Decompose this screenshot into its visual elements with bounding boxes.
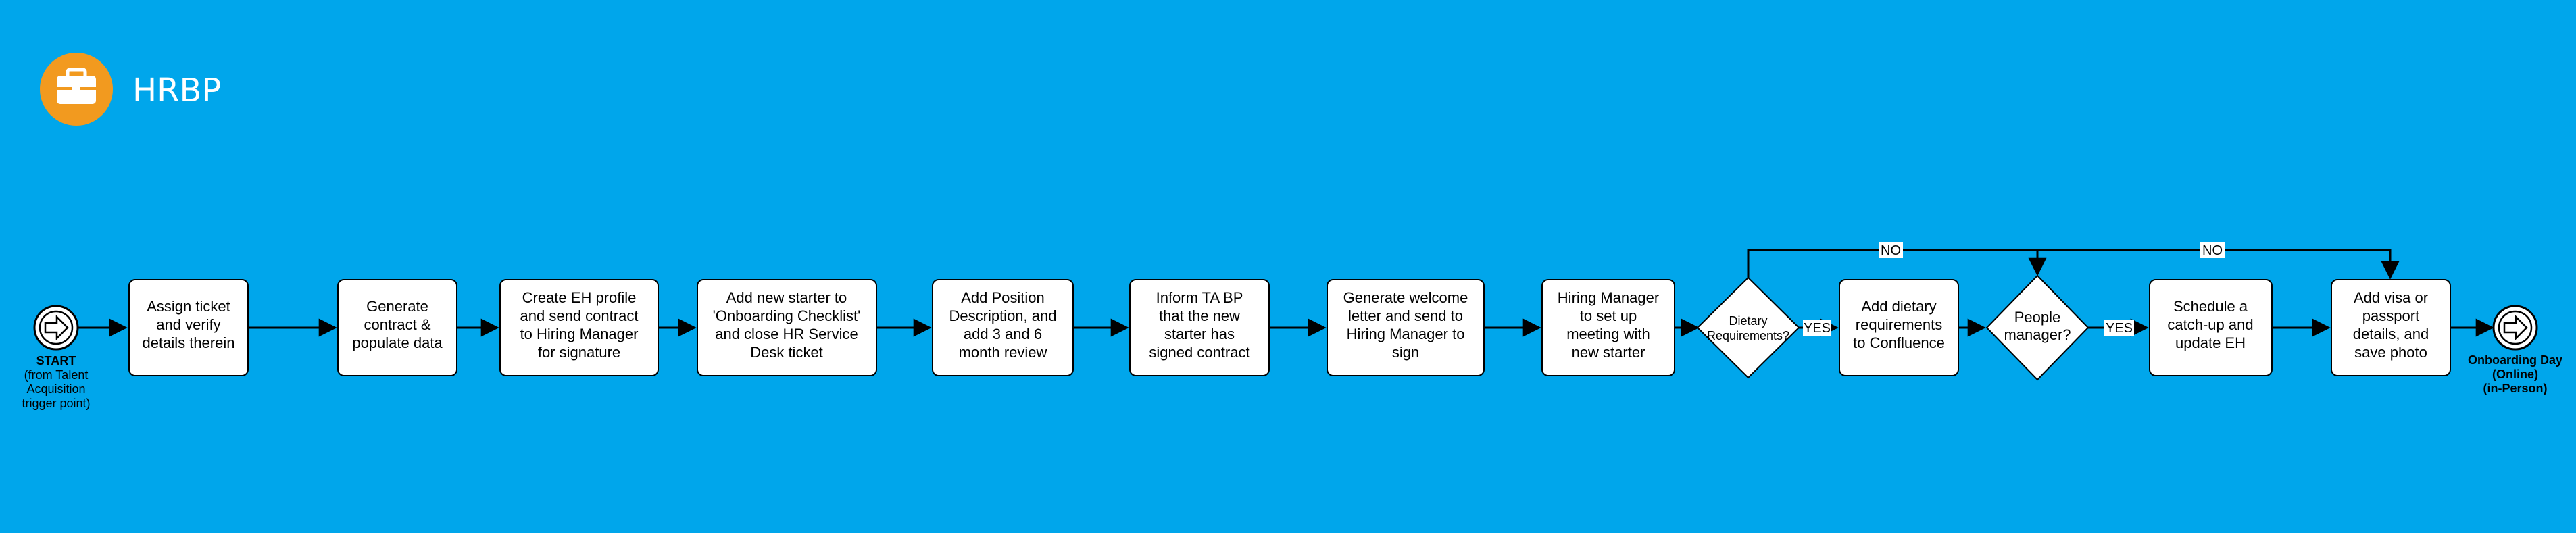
- task-line: Generate: [366, 298, 428, 315]
- end-label-line-3: (in-Person): [2483, 382, 2547, 395]
- task-line: requirements: [1856, 316, 1942, 333]
- dietary-yes-label: YES: [1804, 321, 1831, 336]
- task-generate-contract: Generate contract & populate data: [337, 279, 457, 376]
- task-line: Add Position: [961, 289, 1045, 306]
- task-line: 'Onboarding Checklist': [713, 307, 861, 324]
- task-schedule-catch-up: Schedule a catch-up and update EH: [2149, 279, 2273, 376]
- dietary-yes-label-bg: [1803, 320, 1831, 336]
- task-line: passport: [2362, 307, 2419, 324]
- task-line: add 3 and 6: [964, 326, 1042, 342]
- edge-manager-no: [2037, 249, 2400, 280]
- task-line: contract &: [364, 316, 430, 333]
- task-line: populate data: [352, 334, 443, 351]
- task-line: starter has: [1164, 326, 1235, 342]
- task-add-visa-details: Add visa or passport details, and save p…: [2331, 279, 2451, 376]
- task-line: for signature: [538, 344, 620, 361]
- gateway-people-manager: People manager?: [1985, 274, 2089, 381]
- start-label-line-3: Acquisition: [26, 382, 85, 396]
- lane-title: HRBP: [132, 72, 221, 109]
- start-label-line-4: trigger point): [22, 397, 90, 410]
- task-line: that the new: [1159, 307, 1240, 324]
- task-inform-ta-bp: Inform TA BP that the new starter has si…: [1129, 279, 1270, 376]
- task-line: Hiring Manager to: [1347, 326, 1465, 342]
- task-hiring-manager-meeting: Hiring Manager to set up meeting with ne…: [1541, 279, 1675, 376]
- task-line: catch-up and: [2167, 316, 2253, 333]
- gateway-line: Dietary: [1729, 314, 1767, 328]
- task-line: new starter: [1572, 344, 1645, 361]
- task-add-dietary-requirements: Add dietary requirements to Confluence: [1839, 279, 1959, 376]
- task-line: sign: [1392, 344, 1419, 361]
- task-line: to set up: [1580, 307, 1637, 324]
- dietary-no-label: NO: [1881, 243, 1901, 258]
- task-line: Add visa or: [2354, 289, 2428, 306]
- task-line: and close HR Service: [715, 326, 858, 342]
- task-line: meeting with: [1566, 326, 1650, 342]
- task-line: signed contract: [1149, 344, 1249, 361]
- dietary-no-label-bg: [1879, 242, 1903, 258]
- start-label-line-2: (from Talent: [24, 368, 89, 382]
- task-line: details, and: [2353, 326, 2429, 342]
- end-label-line-1: Onboarding Day: [2468, 353, 2562, 367]
- end-event: [2492, 305, 2538, 351]
- task-line: Hiring Manager: [1558, 289, 1659, 306]
- manager-no-label-bg: [2200, 242, 2225, 258]
- task-line: Schedule a: [2173, 298, 2248, 315]
- task-line: Assign ticket: [147, 298, 230, 315]
- task-add-new-starter: Add new starter to 'Onboarding Checklist…: [697, 279, 877, 376]
- start-event: [33, 305, 79, 351]
- task-create-eh-profile: Create EH profile and send contract to H…: [499, 279, 659, 376]
- task-line: update EH: [2175, 334, 2246, 351]
- task-assign-ticket: Assign ticket and verify details therein: [128, 279, 249, 376]
- task-line: Desk ticket: [750, 344, 823, 361]
- task-line: letter and send to: [1348, 307, 1463, 324]
- task-line: Generate welcome: [1343, 289, 1468, 306]
- end-arrow-icon: [2503, 314, 2528, 341]
- start-event-label: START (from Talent Acquisition trigger p…: [22, 354, 90, 410]
- manager-yes-label-bg: [2104, 320, 2134, 336]
- gateway-line: Requirements?: [1707, 329, 1789, 342]
- lane-header: HRBP: [40, 53, 221, 126]
- task-line: and verify: [156, 316, 220, 333]
- end-event-label: Onboarding Day (Online) (in-Person): [2468, 353, 2562, 395]
- task-line: save photo: [2354, 344, 2427, 361]
- edges: [76, 249, 2494, 337]
- start-arrow-icon: [44, 314, 69, 341]
- task-line: Description, and: [949, 307, 1057, 324]
- task-line: month review: [959, 344, 1047, 361]
- briefcase-icon: [57, 68, 96, 104]
- task-line: details therein: [143, 334, 235, 351]
- gateway-line: manager?: [2004, 326, 2071, 343]
- edge-labels: YES NO YES NO: [1803, 242, 2225, 336]
- start-label-line-1: START: [36, 354, 76, 367]
- task-add-position-description: Add Position Description, and add 3 and …: [932, 279, 1074, 376]
- gateway-dietary-requirements: Dietary Requirements?: [1696, 276, 1800, 379]
- task-line: Add new starter to: [726, 289, 847, 306]
- task-line: Create EH profile: [522, 289, 637, 306]
- task-line: to Hiring Manager: [520, 326, 639, 342]
- gateway-line: People: [2014, 309, 2061, 326]
- task-line: to Confluence: [1853, 334, 1945, 351]
- manager-no-label: NO: [2202, 243, 2223, 258]
- manager-yes-label: YES: [2106, 321, 2133, 336]
- task-generate-welcome-letter: Generate welcome letter and send to Hiri…: [1327, 279, 1485, 376]
- end-label-line-2: (Online): [2492, 367, 2538, 381]
- task-line: and send contract: [520, 307, 639, 324]
- task-line: Inform TA BP: [1156, 289, 1243, 306]
- task-line: Add dietary: [1861, 298, 1936, 315]
